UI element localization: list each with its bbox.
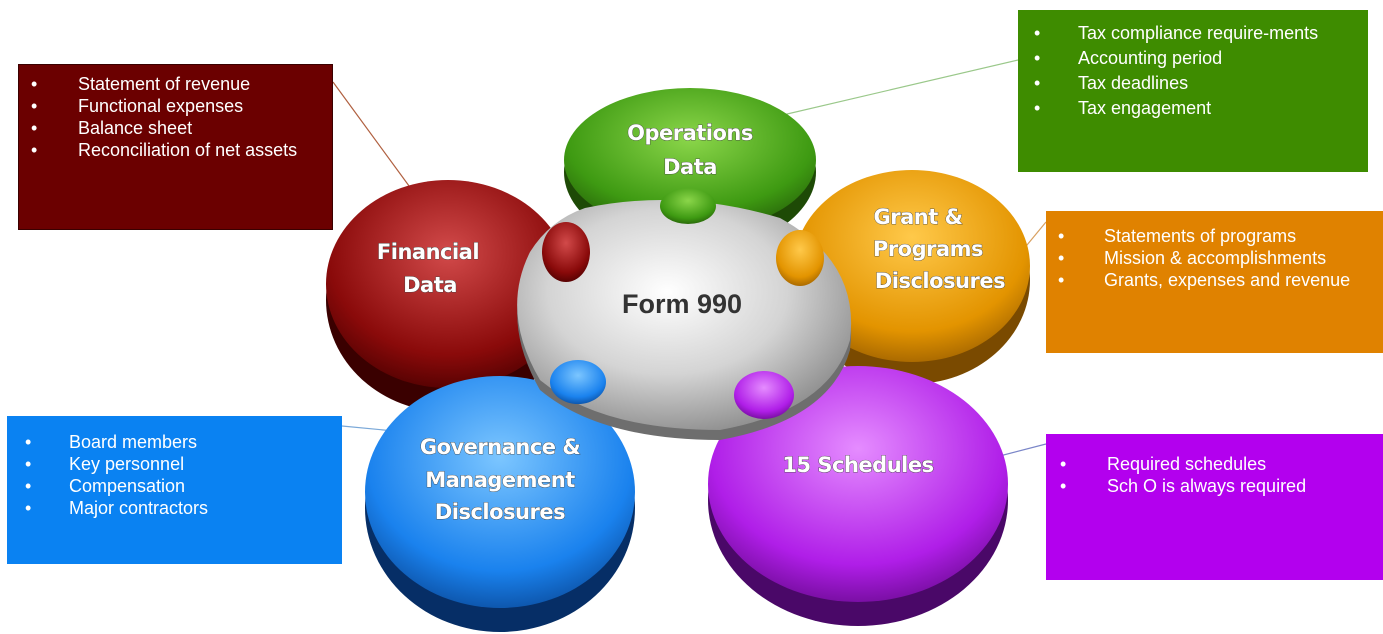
operations-data-box: • Tax compliance require-ments • Accountin…	[1018, 10, 1368, 172]
grants-label-line3: Disclosures	[875, 269, 1005, 293]
piece-grants	[794, 170, 1030, 384]
list-item: • Key personnel	[25, 453, 332, 475]
list-item-text: Required schedules	[1107, 454, 1267, 474]
list-item: • Functional expenses	[31, 95, 322, 117]
bullet: •	[31, 74, 38, 94]
list-item-text: Statements of programs	[1104, 226, 1297, 246]
list-item-text: Board members	[69, 432, 198, 452]
connector-financial	[332, 81, 413, 191]
bullet: •	[1034, 23, 1041, 43]
connector-operations	[769, 59, 1019, 119]
governance-label-line3: Disclosures	[435, 500, 565, 524]
bullet: •	[25, 454, 32, 474]
governance-label-line2: Management	[425, 468, 575, 492]
list-item-text: Balance sheet	[78, 118, 193, 138]
schedules-box: • Required schedules • Sch O is always req…	[1046, 434, 1383, 580]
operations-list: • Tax compliance require-ments • Accountin…	[1034, 22, 1358, 119]
governance-management-box: • Board members • Key personnel • Compensat…	[7, 416, 342, 564]
list-item-text: Mission & accomplishments	[1104, 248, 1327, 268]
bullet: •	[1058, 226, 1065, 246]
grants-programs-box: • Statements of programs • Mission & accom…	[1046, 211, 1383, 353]
list-item: • Tax engagement	[1034, 97, 1358, 119]
list-item: • Board members	[25, 431, 332, 453]
list-item-text: Statement of revenue	[78, 74, 251, 94]
list-item: • Grants, expenses and revenue	[1058, 269, 1378, 291]
center-title: Form 990	[622, 289, 742, 319]
list-item-text: Accounting period	[1078, 48, 1223, 68]
bullet: •	[25, 476, 32, 496]
list-item: • Reconciliation of net assets	[31, 139, 322, 161]
list-item: • Statement of revenue	[31, 73, 322, 95]
piece-governance	[365, 376, 635, 632]
list-item-text: Major contractors	[69, 498, 209, 518]
bullet: •	[25, 432, 32, 452]
list-item-text: Reconciliation of net assets	[78, 140, 298, 160]
piece-center	[517, 188, 852, 440]
bullet: •	[1034, 48, 1041, 68]
list-item-text: Tax compliance require-ments	[1078, 23, 1319, 43]
financial-label-line1: Financial	[377, 240, 479, 264]
list-item: • Balance sheet	[31, 117, 322, 139]
list-item: • Tax deadlines	[1034, 72, 1358, 94]
list-item-text: Sch O is always required	[1107, 476, 1307, 496]
list-item-text: Tax engagement	[1078, 98, 1212, 118]
grants-label-line2: Programs	[873, 237, 983, 261]
bullet: •	[31, 140, 38, 160]
list-item: • Sch O is always required	[1060, 475, 1376, 497]
financial-data-box: • Statement of revenue • Functional expens…	[18, 64, 333, 230]
list-item: • Mission & accomplishments	[1058, 247, 1378, 269]
bullet: •	[1058, 270, 1065, 290]
grants-label-line1: Grant &	[874, 205, 963, 229]
bullet: •	[25, 498, 32, 518]
governance-label-line1: Governance &	[420, 435, 581, 459]
list-item: • Tax compliance require-ments	[1034, 22, 1358, 44]
list-item-text: Tax deadlines	[1078, 73, 1189, 93]
list-item: • Major contractors	[25, 497, 332, 519]
list-item-text: Grants, expenses and revenue	[1104, 270, 1351, 290]
piece-financial	[326, 180, 570, 412]
bullet: •	[31, 118, 38, 138]
governance-list: • Board members • Key personnel • Compensat…	[25, 431, 332, 519]
list-item-text: Key personnel	[69, 454, 185, 474]
list-item-text: Functional expenses	[78, 96, 244, 116]
bullet: •	[1060, 454, 1067, 474]
schedules-label: 15 Schedules	[782, 453, 933, 477]
list-item: • Required schedules	[1060, 453, 1376, 475]
bullet: •	[1060, 476, 1067, 496]
financial-label-line2: Data	[403, 273, 457, 297]
list-item: • Statements of programs	[1058, 225, 1378, 247]
operations-label-line1: Operations	[627, 121, 753, 145]
list-item: • Compensation	[25, 475, 332, 497]
list-item-text: Compensation	[69, 476, 186, 496]
operations-label-line2: Data	[663, 155, 717, 179]
grants-list: • Statements of programs • Mission & accom…	[1058, 225, 1378, 291]
bullet: •	[1034, 73, 1041, 93]
piece-schedules	[708, 366, 1008, 626]
financial-list: • Statement of revenue • Functional expens…	[31, 73, 322, 161]
bullet: •	[1058, 248, 1065, 268]
bullet: •	[31, 96, 38, 116]
bullet: •	[1034, 98, 1041, 118]
list-item: • Accounting period	[1034, 47, 1358, 69]
schedules-list: • Required schedules • Sch O is always req…	[1060, 453, 1376, 497]
